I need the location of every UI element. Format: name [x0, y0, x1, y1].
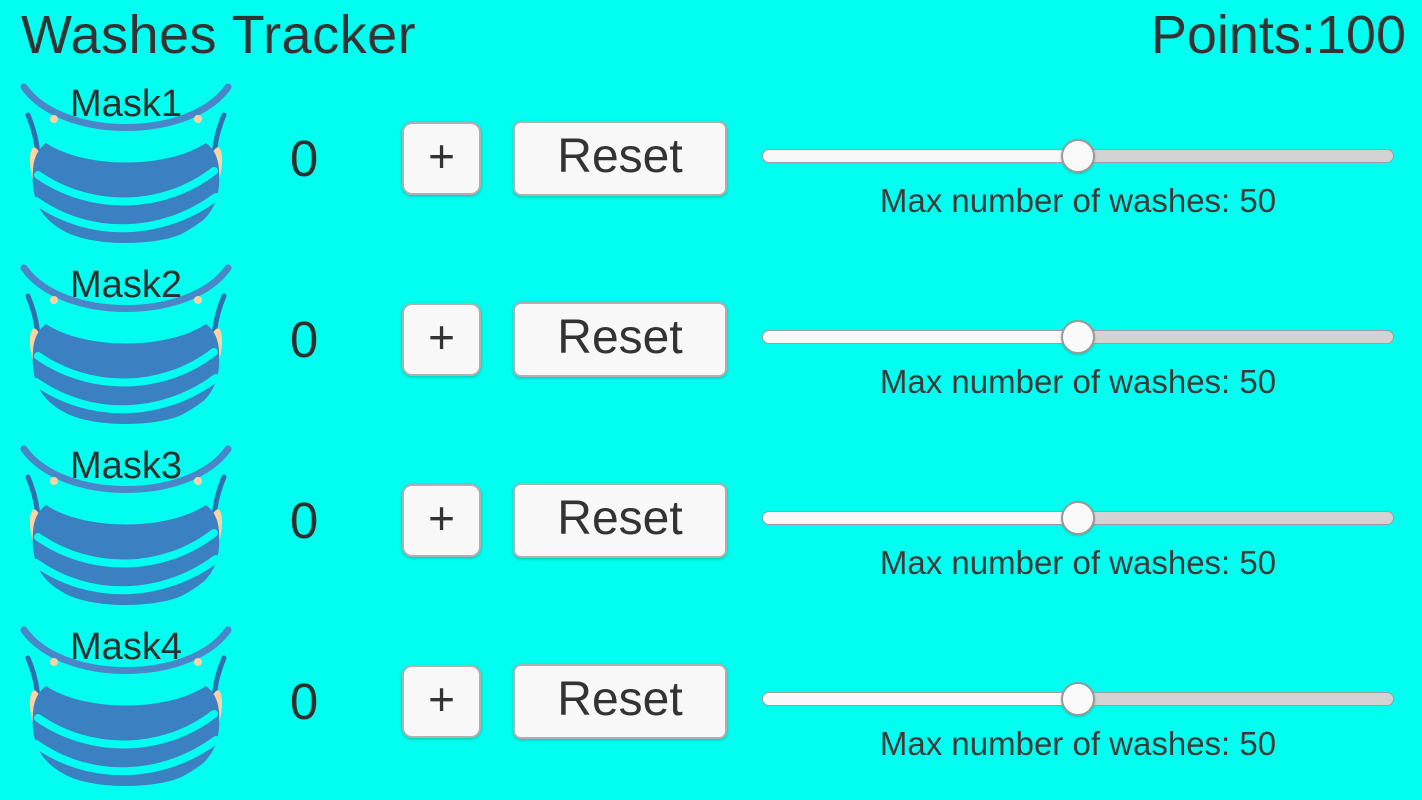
- app-title: Washes Tracker: [21, 5, 417, 65]
- mask-label: Mask4: [70, 626, 182, 668]
- slider-track-filled[interactable]: [762, 692, 1078, 706]
- mask-icon: Mask1: [10, 77, 242, 249]
- reset-button[interactable]: Reset: [513, 483, 727, 558]
- wash-count: 0: [289, 311, 319, 368]
- slider-track-filled[interactable]: [762, 511, 1078, 525]
- slider-track-filled[interactable]: [762, 330, 1078, 344]
- max-washes-slider[interactable]: [762, 501, 1394, 535]
- slider-thumb[interactable]: [1061, 501, 1095, 535]
- points-display: Points:100: [1150, 5, 1406, 65]
- mask-label: Mask1: [70, 83, 182, 125]
- mask-label: Mask3: [70, 445, 182, 487]
- reset-button[interactable]: Reset: [513, 664, 727, 739]
- slider-thumb[interactable]: [1061, 682, 1095, 716]
- max-washes-label: Max number of washes: 50: [879, 182, 1277, 219]
- mask-icon: Mask2: [10, 258, 242, 430]
- slider-thumb[interactable]: [1061, 320, 1095, 354]
- wash-count: 0: [289, 130, 319, 187]
- increment-button[interactable]: +: [402, 665, 481, 738]
- max-washes-label: Max number of washes: 50: [879, 725, 1277, 762]
- mask-row: Mask2 0 + Reset Max number of washes: 50: [0, 258, 1422, 438]
- max-washes-label: Max number of washes: 50: [879, 363, 1277, 400]
- slider-thumb[interactable]: [1061, 139, 1095, 173]
- mask-icon: Mask4: [10, 620, 242, 792]
- reset-button[interactable]: Reset: [513, 121, 727, 196]
- max-washes-slider[interactable]: [762, 139, 1394, 173]
- slider-track-filled[interactable]: [762, 149, 1078, 163]
- increment-button[interactable]: +: [402, 122, 481, 195]
- wash-count: 0: [289, 492, 319, 549]
- reset-button[interactable]: Reset: [513, 302, 727, 377]
- mask-row: Mask3 0 + Reset Max number of washes: 50: [0, 439, 1422, 619]
- wash-count: 0: [289, 673, 319, 730]
- mask-row: Mask1 0 + Reset Max number of washes: 50: [0, 77, 1422, 257]
- increment-button[interactable]: +: [402, 484, 481, 557]
- max-washes-slider[interactable]: [762, 682, 1394, 716]
- max-washes-slider[interactable]: [762, 320, 1394, 354]
- increment-button[interactable]: +: [402, 303, 481, 376]
- max-washes-label: Max number of washes: 50: [879, 544, 1277, 581]
- mask-label: Mask2: [70, 264, 182, 306]
- mask-icon: Mask3: [10, 439, 242, 611]
- mask-row: Mask4 0 + Reset Max number of washes: 50: [0, 620, 1422, 800]
